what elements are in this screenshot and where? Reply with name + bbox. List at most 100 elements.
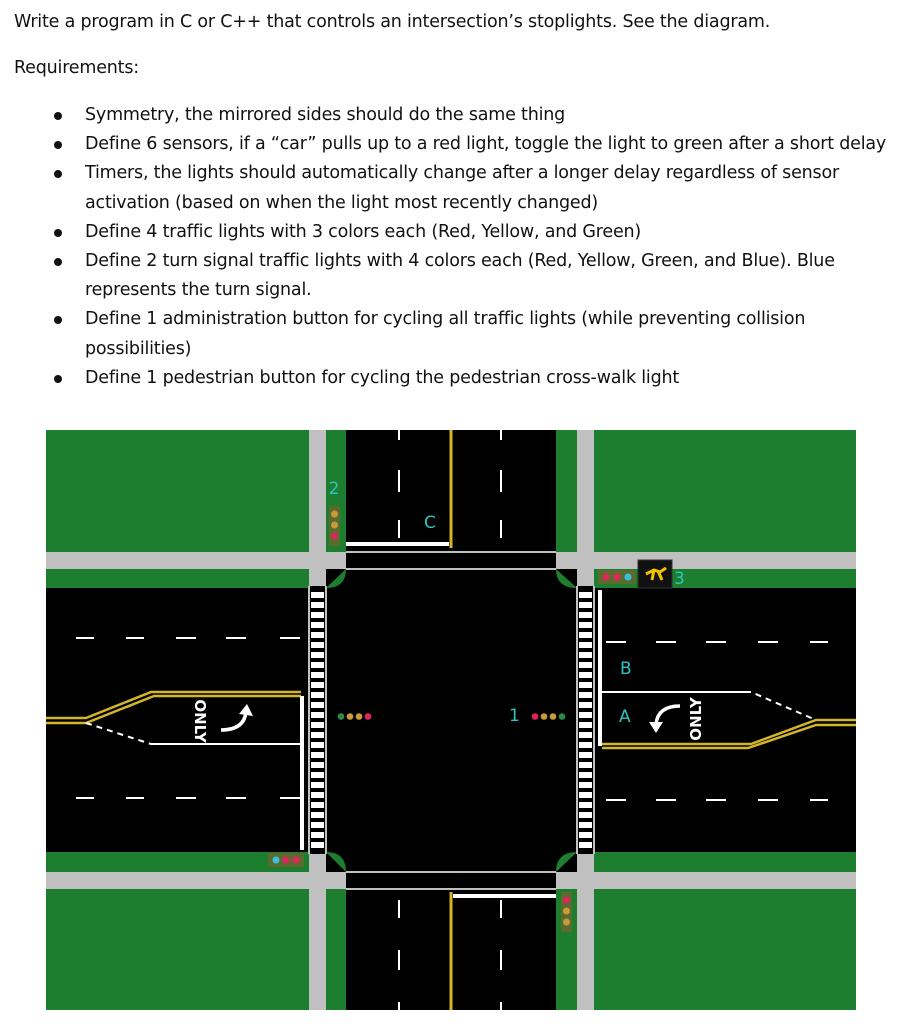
crosswalk-stripe bbox=[311, 692, 324, 698]
bullet-icon bbox=[54, 374, 62, 383]
crosswalk-stripe bbox=[311, 722, 324, 728]
requirement-item: Define 4 traffic lights with 3 colors ea… bbox=[0, 218, 915, 247]
signal-label-3: 3 bbox=[674, 569, 685, 589]
signal-label-1: 1 bbox=[509, 706, 520, 726]
requirement-item: Define 1 pedestrian button for cycling t… bbox=[0, 364, 915, 393]
crosswalk-stripes bbox=[311, 592, 592, 848]
crosswalk-stripe bbox=[579, 802, 592, 808]
crosswalk-stripe bbox=[311, 612, 324, 618]
requirements-list: Symmetry, the mirrored sides should do t… bbox=[0, 101, 915, 393]
crosswalk-stripe bbox=[579, 672, 592, 678]
only-label-right: ONLY bbox=[687, 696, 705, 741]
traffic-light-south-west bbox=[268, 853, 304, 867]
document-title: Write a program in C or C++ that control… bbox=[14, 12, 771, 32]
bullet-icon bbox=[54, 170, 62, 179]
crosswalk-stripe bbox=[579, 752, 592, 758]
crosswalk-north bbox=[346, 552, 556, 569]
requirement-text: Define 1 administration button for cycli… bbox=[85, 309, 806, 359]
requirement-item: Define 2 turn signal traffic lights with… bbox=[0, 247, 915, 305]
traffic-light-west bbox=[335, 711, 372, 722]
crosswalk-stripe bbox=[311, 682, 324, 688]
crosswalk-stripe bbox=[311, 792, 324, 798]
sensor-label-a: A bbox=[619, 707, 631, 727]
crosswalk-stripe bbox=[311, 632, 324, 638]
traffic-light-south-east bbox=[561, 892, 572, 932]
bullet-icon bbox=[54, 141, 62, 150]
sensor-label-c: C bbox=[424, 513, 436, 533]
crosswalk-stripe bbox=[579, 722, 592, 728]
only-label-left: ONLY bbox=[191, 699, 209, 744]
crosswalk-stripe bbox=[311, 602, 324, 608]
requirement-text: Symmetry, the mirrored sides should do t… bbox=[85, 105, 566, 125]
crosswalk-stripe bbox=[311, 592, 324, 598]
crosswalk-stripe bbox=[311, 642, 324, 648]
crosswalk-stripe bbox=[579, 602, 592, 608]
median-west bbox=[46, 690, 301, 725]
corner-bottom-left-curve bbox=[326, 852, 346, 872]
requirement-item: Timers, the lights should automatically … bbox=[0, 159, 915, 217]
crosswalk-stripe bbox=[579, 742, 592, 748]
requirement-text: Define 1 pedestrian button for cycling t… bbox=[85, 367, 680, 388]
crosswalk-stripe bbox=[579, 832, 592, 838]
crosswalk-stripe bbox=[311, 672, 324, 678]
crosswalk-stripe bbox=[579, 682, 592, 688]
signal-label-2: 2 bbox=[329, 479, 340, 499]
corner-top-left-curve bbox=[326, 569, 346, 588]
crosswalk-stripe bbox=[579, 592, 592, 598]
bullet-icon bbox=[54, 316, 62, 325]
crosswalk-stripe bbox=[579, 812, 592, 818]
crosswalk-stripe bbox=[579, 702, 592, 708]
crosswalk-stripe bbox=[579, 692, 592, 698]
pedestrian-signal-icon bbox=[637, 559, 673, 589]
crosswalk-stripe bbox=[311, 662, 324, 668]
bullet-icon bbox=[54, 112, 62, 120]
crosswalk-stripe bbox=[579, 612, 592, 618]
requirements-heading: Requirements: bbox=[14, 58, 139, 78]
turn-arrow-icon bbox=[220, 704, 253, 732]
crosswalk-stripe bbox=[579, 632, 592, 638]
corner-bottom-right-curve bbox=[556, 852, 577, 872]
crosswalk-stripe bbox=[579, 662, 592, 668]
crosswalk-stripe bbox=[311, 622, 324, 628]
crosswalk-stripe bbox=[579, 782, 592, 788]
crosswalk-stripe bbox=[311, 742, 324, 748]
crosswalk-stripe bbox=[311, 762, 324, 768]
crosswalk-stripe bbox=[579, 842, 592, 848]
requirement-item: Define 1 administration button for cycli… bbox=[0, 305, 915, 363]
crosswalk-stripe bbox=[311, 822, 324, 828]
requirement-item: Symmetry, the mirrored sides should do t… bbox=[0, 101, 915, 130]
requirement-text: Timers, the lights should automatically … bbox=[85, 163, 839, 213]
traffic-light-2 bbox=[329, 506, 340, 546]
crosswalk-stripe bbox=[579, 792, 592, 798]
crosswalk-stripe bbox=[311, 752, 324, 758]
crosswalk-stripe bbox=[579, 652, 592, 658]
crosswalk-stripe bbox=[579, 642, 592, 648]
crosswalk-stripe bbox=[579, 822, 592, 828]
sensor-label-b: B bbox=[620, 659, 632, 679]
crosswalk-stripe bbox=[579, 772, 592, 778]
traffic-light-3 bbox=[598, 570, 636, 584]
crosswalk-stripe bbox=[579, 622, 592, 628]
crosswalk-stripe bbox=[579, 712, 592, 718]
intersection-diagram: ONLY ONLY 2 3 1 C B A bbox=[46, 430, 856, 1010]
crosswalk-stripe bbox=[579, 762, 592, 768]
bullet-icon bbox=[54, 258, 62, 267]
crosswalk-stripe bbox=[311, 702, 324, 708]
crosswalk-stripe bbox=[579, 732, 592, 738]
corner-top-right-curve bbox=[556, 569, 577, 588]
crosswalk-stripe bbox=[311, 732, 324, 738]
crosswalk-stripe bbox=[311, 652, 324, 658]
requirement-text: Define 6 sensors, if a “car” pulls up to… bbox=[85, 134, 887, 155]
bullet-icon bbox=[54, 228, 62, 237]
crosswalk-stripe bbox=[311, 842, 324, 848]
crosswalk-stripe bbox=[311, 772, 324, 778]
turn-arrow-icon bbox=[649, 704, 681, 733]
crosswalk-stripe bbox=[311, 712, 324, 718]
requirement-text: Define 2 turn signal traffic lights with… bbox=[85, 251, 835, 301]
requirement-text: Define 4 traffic lights with 3 colors ea… bbox=[85, 221, 642, 242]
requirement-item: Define 6 sensors, if a “car” pulls up to… bbox=[0, 130, 915, 159]
crosswalk-stripe bbox=[311, 782, 324, 788]
crosswalk-stripe bbox=[311, 832, 324, 838]
traffic-light-1 bbox=[528, 711, 570, 722]
